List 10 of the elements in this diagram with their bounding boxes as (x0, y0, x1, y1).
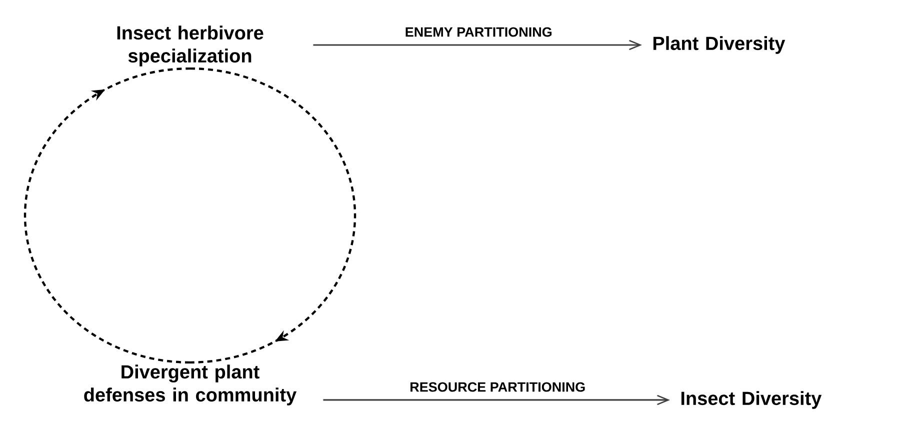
arrow (323, 394, 670, 406)
dashed-arrow (24, 67, 190, 364)
node-text: Plant Diversity (653, 36, 786, 54)
edge-label: ENEMY PARTITIONING (404, 26, 554, 38)
node-text: Divergent plant defenses in community (84, 364, 297, 406)
node-text: Insect Diversity (681, 391, 822, 409)
dashed-arrow (190, 67, 356, 364)
arrow (313, 40, 642, 50)
node-text: Insect herbivore specialization (117, 26, 264, 66)
edge-label: RESOURCE PARTITIONING (408, 381, 587, 393)
